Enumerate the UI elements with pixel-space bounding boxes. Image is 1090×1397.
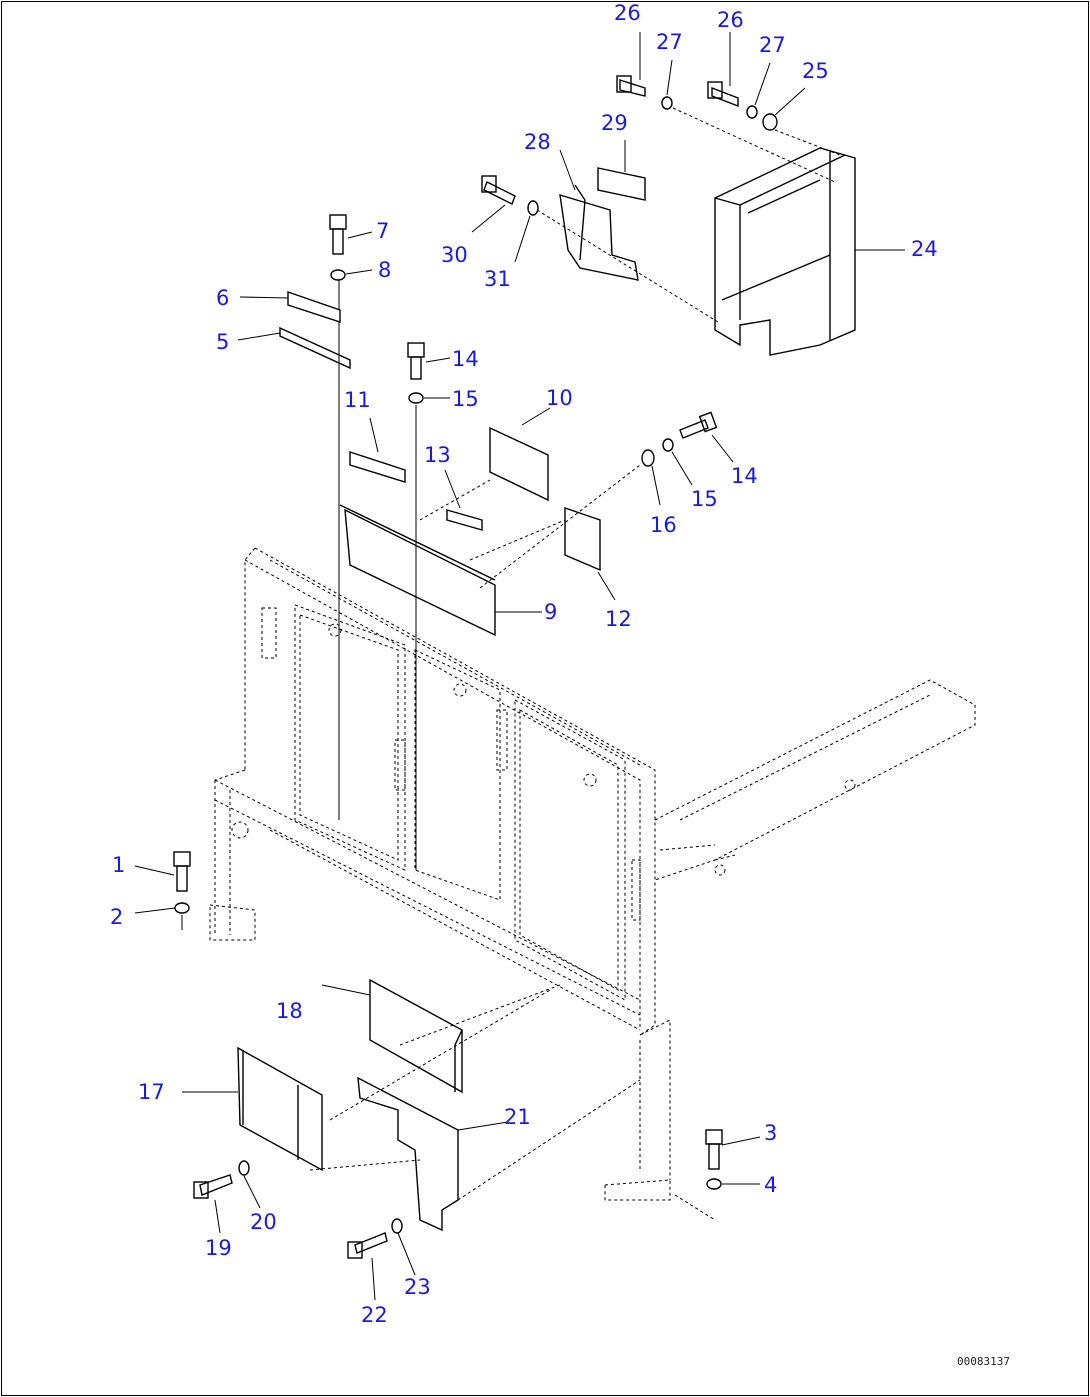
- bracket-28-drawing: [536, 140, 719, 323]
- fasteners-drawing: [134, 32, 806, 1301]
- panels-upper-drawing: [339, 407, 641, 637]
- callout-26-left: 26: [614, 1, 641, 25]
- callout-22: 22: [361, 1303, 388, 1327]
- callout-23: 23: [404, 1275, 431, 1299]
- callout-4: 4: [764, 1173, 777, 1197]
- callout-26-right: 26: [717, 8, 744, 32]
- parts-5-6-drawing: [237, 291, 351, 370]
- callout-27-right: 27: [759, 33, 786, 57]
- callout-15-right: 15: [691, 487, 718, 511]
- callout-9: 9: [544, 600, 557, 624]
- callout-17: 17: [138, 1080, 165, 1104]
- callout-25: 25: [802, 59, 829, 83]
- callout-11: 11: [344, 388, 371, 412]
- callout-labels: 1 2 3 4 5 6 7 8 9 10 11 12 13 14 14 15 1…: [110, 1, 938, 1327]
- callout-29: 29: [601, 111, 628, 135]
- callout-6: 6: [216, 286, 229, 310]
- callout-31: 31: [484, 267, 511, 291]
- callout-19: 19: [205, 1236, 232, 1260]
- callout-15-upper: 15: [452, 387, 479, 411]
- callout-3: 3: [764, 1121, 777, 1145]
- callout-16: 16: [650, 513, 677, 537]
- callout-21: 21: [504, 1105, 531, 1129]
- drawing-code: 00083137: [957, 1355, 1010, 1368]
- callout-28: 28: [524, 130, 551, 154]
- callout-13: 13: [424, 443, 451, 467]
- callout-18: 18: [276, 999, 303, 1023]
- callout-2: 2: [110, 905, 123, 929]
- callout-12: 12: [605, 607, 632, 631]
- callout-5: 5: [216, 330, 229, 354]
- callout-20: 20: [250, 1210, 277, 1234]
- callout-8: 8: [378, 258, 391, 282]
- callout-14-right: 14: [731, 464, 758, 488]
- panels-lower-drawing: [182, 978, 641, 1232]
- callout-10: 10: [546, 386, 573, 410]
- callout-30: 30: [441, 243, 468, 267]
- main-frame-drawing: [209, 280, 976, 1201]
- callout-1: 1: [112, 853, 125, 877]
- bracket-24-drawing: [672, 107, 905, 356]
- callout-24: 24: [911, 237, 938, 261]
- callout-7: 7: [376, 219, 389, 243]
- callout-27-left: 27: [656, 30, 683, 54]
- callout-14-upper: 14: [452, 347, 479, 371]
